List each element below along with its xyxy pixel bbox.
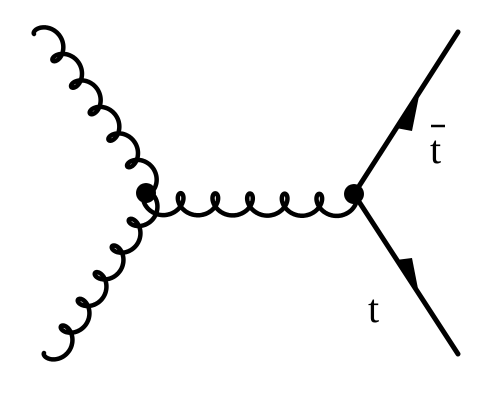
antitop-arrow xyxy=(396,91,420,131)
gluon-propagator xyxy=(140,190,360,219)
top-label: t xyxy=(368,286,379,331)
vertex-left xyxy=(136,183,156,203)
gluon-incoming-bottom xyxy=(41,189,160,362)
vertex-right xyxy=(344,184,364,204)
antitop-label: t xyxy=(430,127,441,172)
gluon-incoming-top xyxy=(31,25,159,196)
top-arrow xyxy=(396,258,420,299)
